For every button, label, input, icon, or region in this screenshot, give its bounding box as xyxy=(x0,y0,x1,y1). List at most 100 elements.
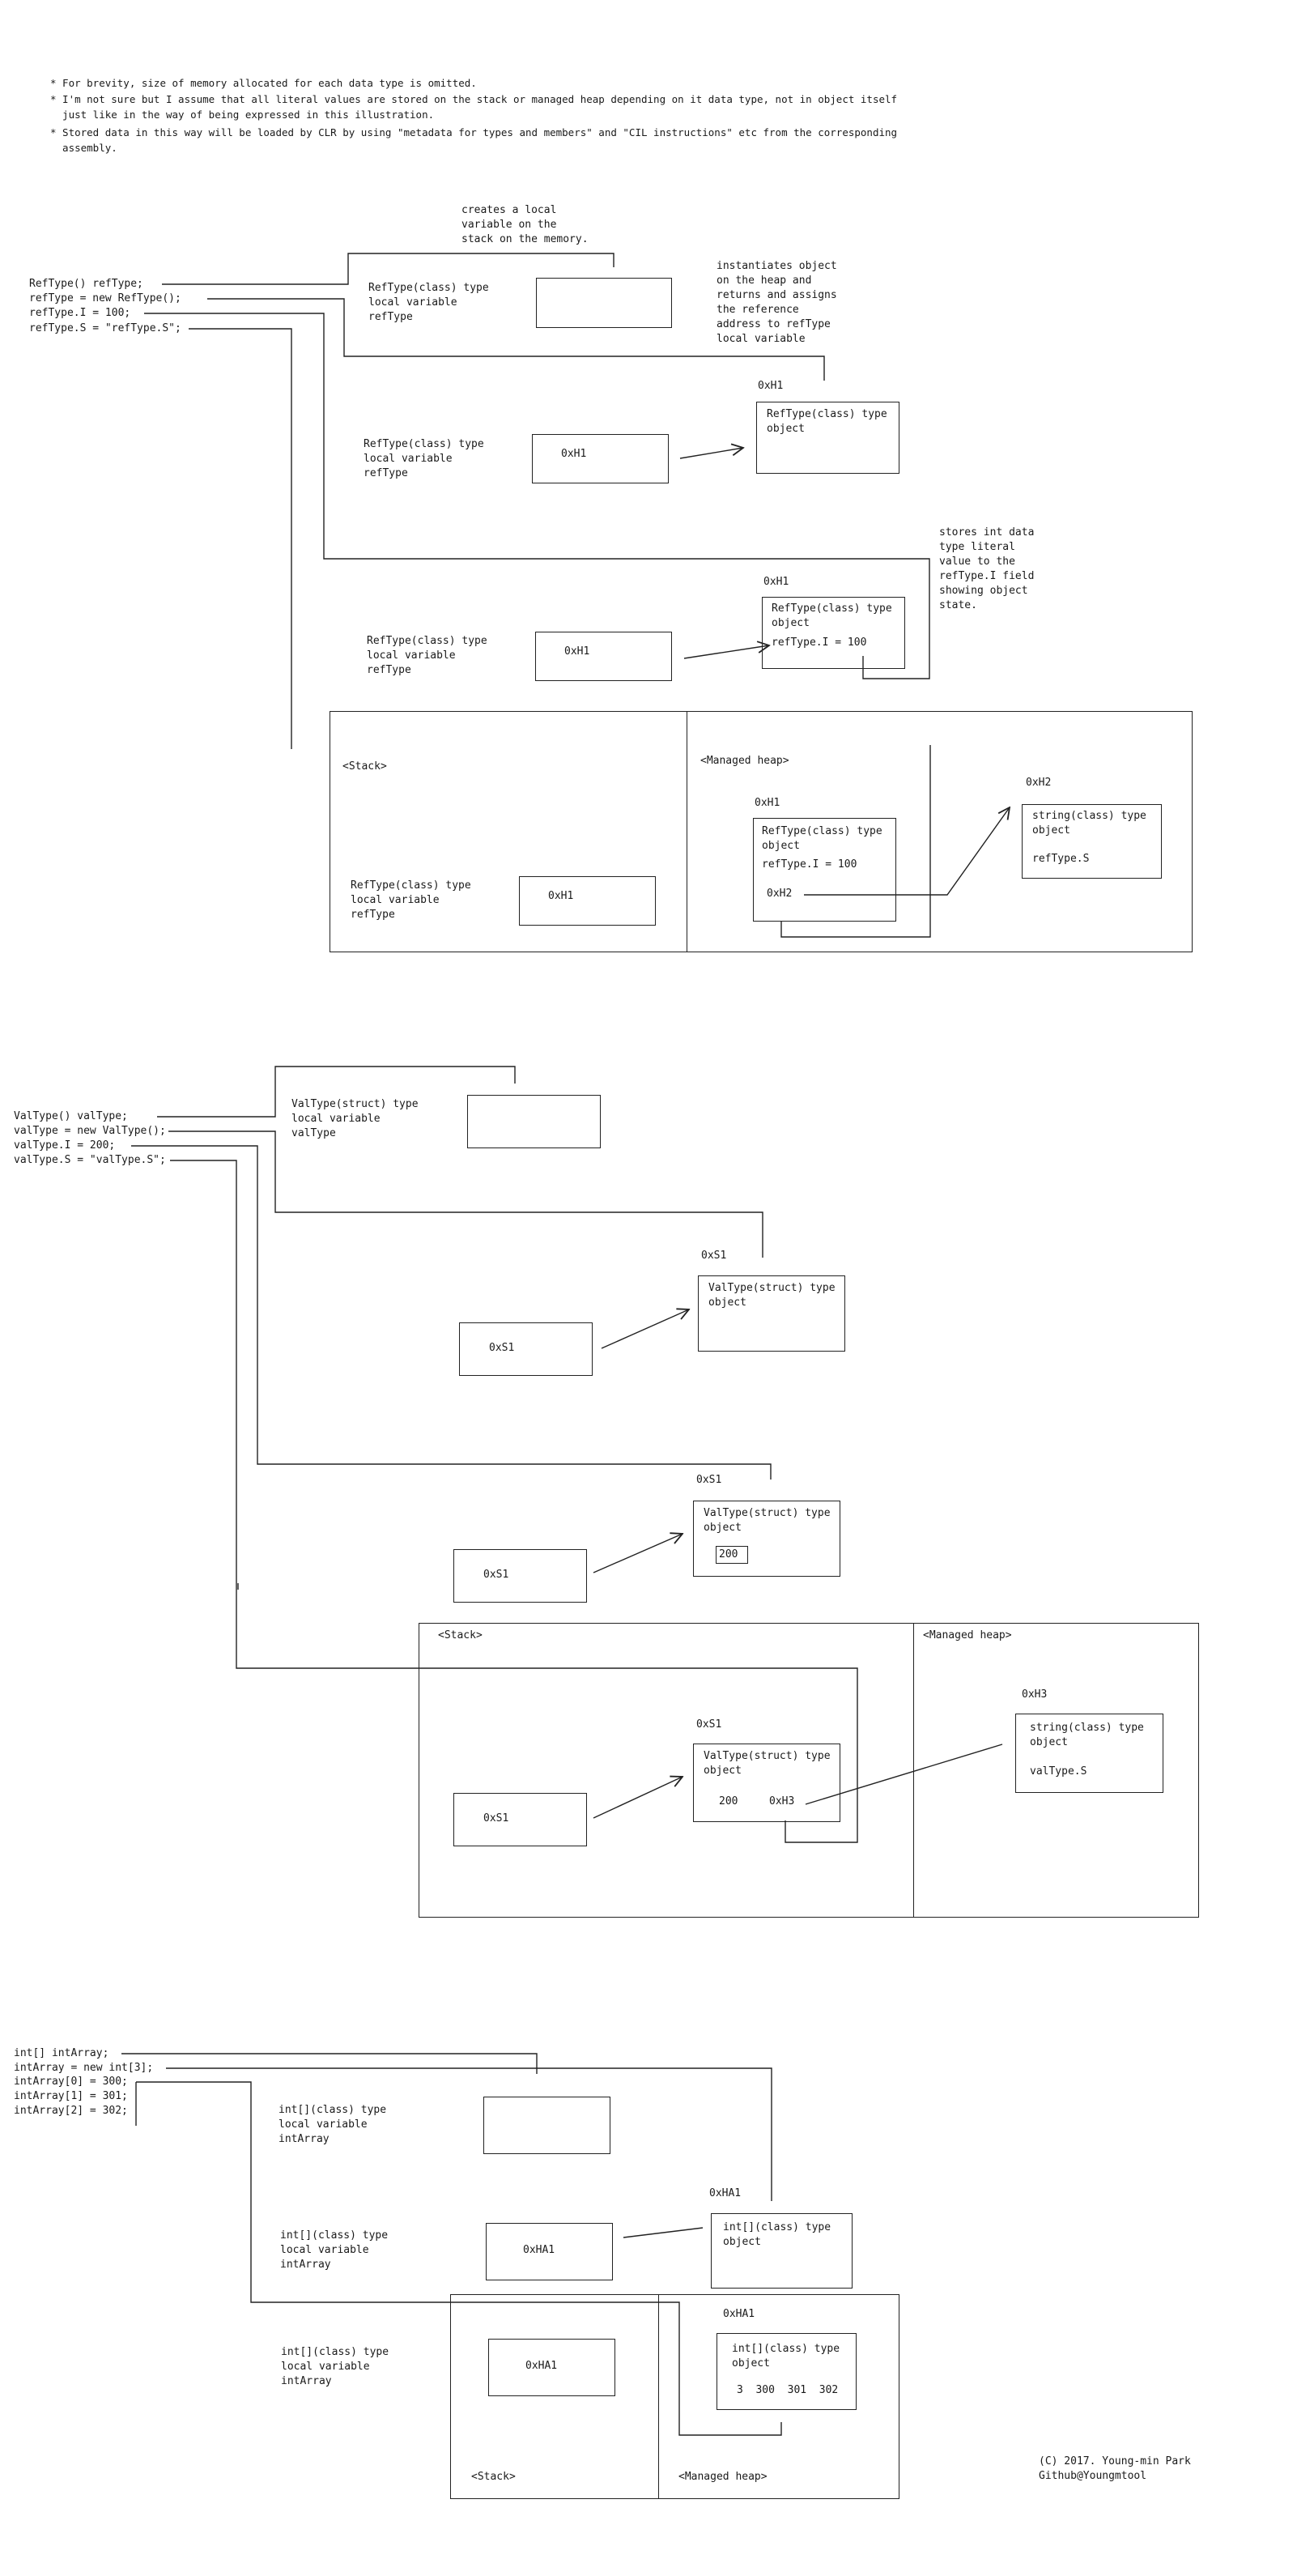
ref-local-slot-empty xyxy=(536,278,672,328)
val-code-line-1: ValType() valType; xyxy=(14,1110,128,1122)
ref-field-s-pointer: 0xH2 xyxy=(767,888,793,900)
val-code-line-3: valType.I = 200; xyxy=(14,1139,116,1152)
arr-stack-heap-divider xyxy=(658,2294,659,2499)
val-field-s-pointer: 0xH3 xyxy=(769,1795,795,1807)
val-local-slot-3: 0xS1 xyxy=(453,1549,587,1603)
val-local-slot-empty xyxy=(467,1095,601,1148)
ref-stack-title: <Stack> xyxy=(342,760,387,773)
ref-addr-h1-label-2: 0xH1 xyxy=(758,380,784,392)
val-object-label-2: ValType(struct) type object xyxy=(708,1282,836,1309)
arr-code-line-5: intArray[2] = 302; xyxy=(14,2105,128,2117)
ref-heap-object-2: RefType(class) type object xyxy=(756,402,899,474)
note-line-3: just like in the way of being expressed … xyxy=(50,109,435,121)
val-local-slot-4: 0xS1 xyxy=(453,1793,587,1846)
val-local-value-4: 0xS1 xyxy=(483,1812,509,1824)
val-addr-h3-label: 0xH3 xyxy=(1022,1688,1048,1701)
ref-code-line-4: refType.S = "refType.S"; xyxy=(29,322,181,334)
val-memory-frame xyxy=(419,1623,1199,1918)
val-stack-title: <Stack> xyxy=(438,1629,483,1641)
ref-heap-object-4: RefType(class) type object refType.I = 1… xyxy=(753,818,896,922)
note-line-2: * I'm not sure but I assume that all lit… xyxy=(50,93,898,105)
ref-code-line-2: refType = new RefType(); xyxy=(29,292,181,304)
ref-local-slot-2: 0xH1 xyxy=(532,434,669,483)
ref-local-label-1: RefType(class) type local variable refTy… xyxy=(368,282,489,323)
ref-local-value-2: 0xH1 xyxy=(561,448,587,460)
ref-heap-title: <Managed heap> xyxy=(700,755,789,767)
val-object-4: ValType(struct) type object 200 0xH3 xyxy=(693,1744,840,1822)
arr-object-label-3: int[](class) type object xyxy=(732,2343,840,2369)
val-field-i-box: 200 xyxy=(716,1546,748,1564)
ref-local-label-4: RefType(class) type local variable refTy… xyxy=(351,879,471,921)
ref-code-line-3: refType.I = 100; xyxy=(29,307,131,319)
ref-field-i-3: refType.I = 100 xyxy=(772,637,867,649)
val-code-line-4: valType.S = "valType.S"; xyxy=(14,1154,166,1166)
val-local-value-2: 0xS1 xyxy=(489,1342,515,1354)
ref-note-instantiate: instantiates object on the heap and retu… xyxy=(717,260,837,345)
val-addr-s1-label-2: 0xS1 xyxy=(701,1250,727,1262)
val-local-slot-2: 0xS1 xyxy=(459,1322,593,1376)
val-addr-s1-label-3: 0xS1 xyxy=(696,1474,722,1486)
arr-local-value-2: 0xHA1 xyxy=(523,2244,555,2256)
ref-local-slot-3: 0xH1 xyxy=(535,632,672,681)
ref-note-stores: stores int data type literal value to th… xyxy=(939,526,1035,611)
val-object-label-3: ValType(struct) type object xyxy=(704,1507,831,1534)
ref-object-label-3: RefType(class) type object xyxy=(772,602,892,629)
ref-object-label-2: RefType(class) type object xyxy=(767,408,887,435)
arr-addr-ha1-label-2: 0xHA1 xyxy=(709,2187,742,2199)
ref-memory-frame xyxy=(330,711,1193,952)
val-field-i-value-3: 200 xyxy=(719,1548,738,1561)
val-object-2: ValType(struct) type object xyxy=(698,1275,845,1352)
arr-local-slot-2: 0xHA1 xyxy=(486,2223,613,2280)
arr-addr-ha1-label-3: 0xHA1 xyxy=(723,2308,755,2320)
val-addr-s1-label-4: 0xS1 xyxy=(696,1718,722,1731)
ref-addr-h2-label: 0xH2 xyxy=(1026,777,1052,789)
val-string-object-label: string(class) type object xyxy=(1030,1722,1144,1748)
ref-local-slot-4: 0xH1 xyxy=(519,876,656,926)
ref-field-i-4: refType.I = 100 xyxy=(762,858,857,871)
ref-note-local: creates a local variable on the stack on… xyxy=(461,204,589,245)
arr-code-line-1: int[] intArray; xyxy=(14,2047,109,2059)
arr-local-label-3: int[](class) type local variable intArra… xyxy=(281,2346,389,2387)
val-string-value: valType.S xyxy=(1030,1765,1087,1778)
ref-local-value-4: 0xH1 xyxy=(548,890,574,902)
ref-local-label-2: RefType(class) type local variable refTy… xyxy=(364,438,484,479)
arr-object-label-2: int[](class) type object xyxy=(723,2221,831,2248)
ref-code-line-1: RefType() refType; xyxy=(29,278,143,290)
val-local-value-3: 0xS1 xyxy=(483,1569,509,1581)
ref-string-object: string(class) type object refType.S xyxy=(1022,804,1162,879)
val-object-3: ValType(struct) type object 200 xyxy=(693,1501,840,1577)
val-string-object: string(class) type object valType.S xyxy=(1015,1714,1163,1793)
val-local-label-1: ValType(struct) type local variable valT… xyxy=(291,1098,419,1139)
note-line-5: assembly. xyxy=(50,142,117,154)
ref-local-value-3: 0xH1 xyxy=(564,645,590,658)
arr-heap-title: <Managed heap> xyxy=(678,2471,768,2483)
ref-string-value: refType.S xyxy=(1032,853,1090,865)
arr-local-slot-empty xyxy=(483,2097,610,2154)
arr-code-line-4: intArray[1] = 301; xyxy=(14,2090,128,2102)
val-stack-heap-divider xyxy=(913,1623,914,1918)
val-field-i-value-4: 200 xyxy=(719,1795,738,1807)
note-line-4: * Stored data in this way will be loaded… xyxy=(50,126,898,138)
ref-string-object-label: string(class) type object xyxy=(1032,810,1146,837)
arr-heap-object-3: int[](class) type object 3 300 301 302 xyxy=(717,2333,857,2410)
ref-object-label-4: RefType(class) type object xyxy=(762,825,882,852)
ref-addr-h1-label-3: 0xH1 xyxy=(763,576,789,588)
arr-code-line-3: intArray[0] = 300; xyxy=(14,2076,128,2088)
credit: (C) 2017. Young-min Park Github@Youngmto… xyxy=(1039,2455,1191,2482)
note-line-1: * For brevity, size of memory allocated … xyxy=(50,77,477,89)
arr-values: 3 300 301 302 xyxy=(737,2384,839,2396)
arr-local-slot-3: 0xHA1 xyxy=(488,2339,615,2396)
arr-stack-title: <Stack> xyxy=(471,2471,516,2483)
ref-local-label-3: RefType(class) type local variable refTy… xyxy=(367,635,487,676)
arr-local-label-1: int[](class) type local variable intArra… xyxy=(279,2104,387,2145)
val-object-label-4: ValType(struct) type object xyxy=(704,1750,831,1777)
arr-memory-frame xyxy=(450,2294,899,2499)
val-heap-title: <Managed heap> xyxy=(923,1629,1012,1641)
arr-code-line-2: intArray = new int[3]; xyxy=(14,2062,154,2074)
val-code-line-2: valType = new ValType(); xyxy=(14,1125,166,1137)
arr-heap-object-2: int[](class) type object xyxy=(711,2213,853,2289)
ref-addr-h1-label-4: 0xH1 xyxy=(755,797,780,809)
arr-local-value-3: 0xHA1 xyxy=(525,2360,558,2372)
